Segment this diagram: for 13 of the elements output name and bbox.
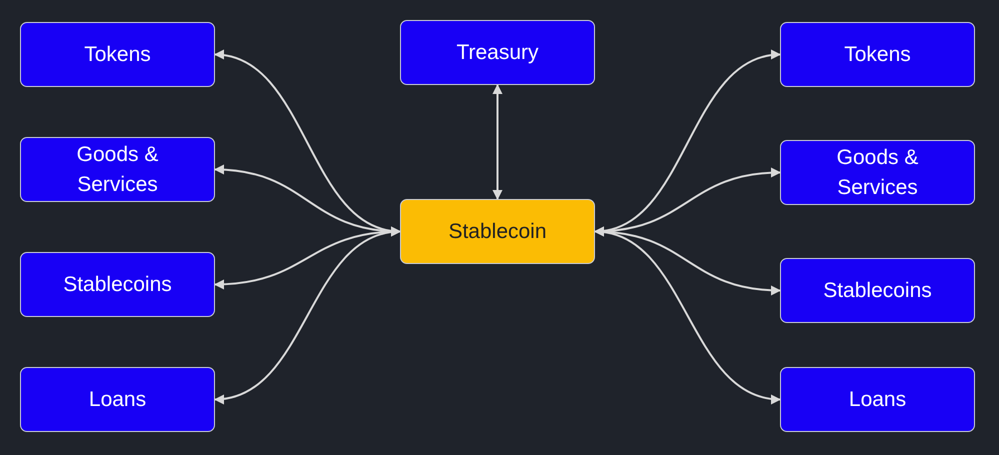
process-box: Stablecoins: [20, 252, 215, 317]
hub-box: Stablecoin: [400, 199, 595, 264]
double-arrow: [594, 228, 781, 404]
process-box: Goods & Services: [780, 140, 975, 205]
double-arrow: [492, 84, 502, 200]
process-box: Stablecoins: [780, 258, 975, 323]
process-box: Loans: [780, 367, 975, 432]
process-box: Loans: [20, 367, 215, 432]
process-box: Tokens: [20, 22, 215, 87]
process-box: Goods & Services: [20, 137, 215, 202]
process-box: Tokens: [780, 22, 975, 87]
process-box: Treasury: [400, 20, 595, 85]
double-arrow: [214, 228, 401, 404]
